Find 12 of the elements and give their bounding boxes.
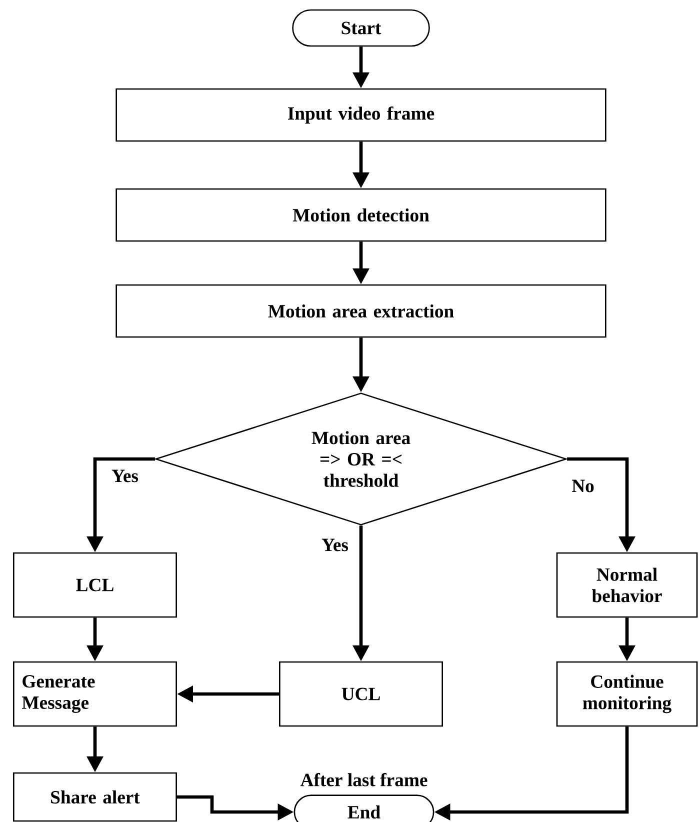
process-box: Input video frame — [116, 88, 606, 142]
process-box: UCL — [279, 661, 443, 727]
process-box: Continue monitoring — [556, 661, 698, 727]
process-box: Normal behavior — [556, 552, 698, 618]
edge-label: Yes — [110, 468, 140, 484]
node-caption: After last frame — [300, 772, 428, 786]
process-box: Motion area extraction — [116, 284, 606, 338]
process-box: LCL — [13, 552, 177, 618]
edge-label: Yes — [320, 537, 350, 553]
process-box: Generate Message — [13, 661, 177, 727]
process-box: Share alert — [13, 772, 177, 822]
process-box: Motion detection — [116, 188, 606, 242]
